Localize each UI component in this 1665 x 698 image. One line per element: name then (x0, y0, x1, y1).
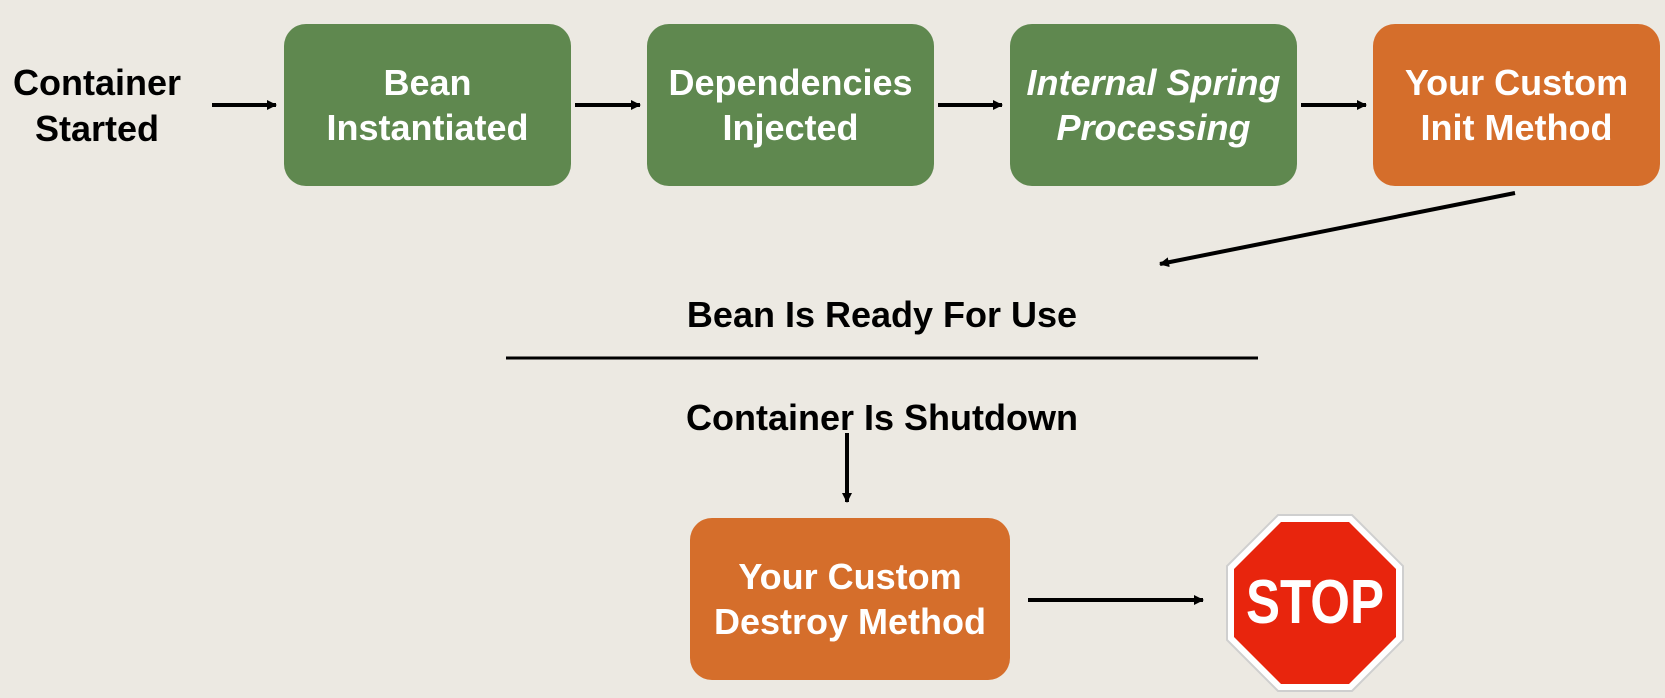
container-shutdown-label: Container Is Shutdown (686, 397, 1078, 438)
step-box-dependencies-injected: Dependencies Injected (647, 24, 934, 186)
arrow-init-to-ready (1159, 191, 1516, 268)
step-label: Bean Instantiated (326, 62, 529, 148)
destroy-label: Your Custom Destroy Method (713, 556, 987, 642)
destroy-method-box: Your Custom Destroy Method (690, 518, 1010, 680)
stop-sign-text: STOP (1246, 568, 1384, 637)
step-box-custom-init-method: Your Custom Init Method (1373, 24, 1660, 186)
step-label: Internal Spring Processing (1026, 62, 1281, 148)
stop-sign-icon: STOP (1226, 514, 1404, 692)
container-started-label: Container Started (12, 62, 181, 149)
step-label: Dependencies Injected (668, 62, 913, 148)
step-label: Your Custom Init Method (1404, 62, 1629, 148)
bean-ready-label: Bean Is Ready For Use (686, 294, 1078, 335)
step-box-bean-instantiated: Bean Instantiated (284, 24, 571, 186)
step-box-internal-spring-processing: Internal Spring Processing (1010, 24, 1297, 186)
